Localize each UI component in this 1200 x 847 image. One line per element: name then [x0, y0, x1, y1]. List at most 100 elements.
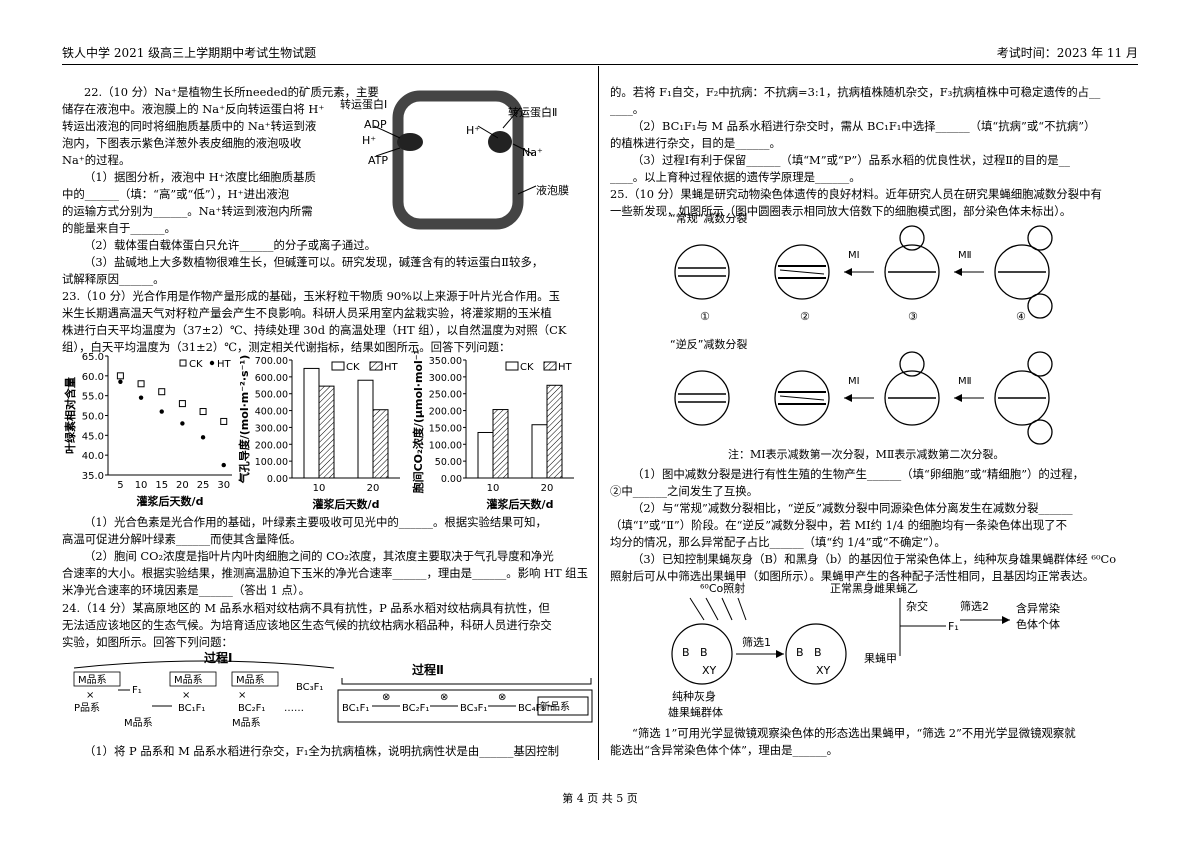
note-text: 注：MⅠ表示减数第一次分裂，MⅡ表示减数第二次分裂。 — [728, 448, 1005, 461]
gene-b-3: B — [796, 646, 804, 659]
text-line: 无法适应该地区的生态气候。为培育适应该地区生态气候的抗纹枯病水稻品种，科研人员进… — [62, 618, 552, 632]
meiosis-figure: “常规”减数分裂 “逆反”减数分裂 ① ② ③ ④ MⅠ MⅡ MⅠ MⅡ — [670, 212, 1053, 445]
text-line: 照射后可从中筛选出果蝇甲（如图所示）。果蝇甲产生的各种配子活性相同，且基因均正常… — [610, 569, 1095, 583]
x-tick-label: 30 — [217, 480, 230, 491]
text-line: ____。以上育种过程依据的遗传学原理是______。 — [610, 170, 861, 184]
text-line: （3）盐碱地上大多数植物很难生长，但碱蓬可以。研究发现，碱蓬含有的转运蛋白Ⅱ较多… — [84, 255, 544, 269]
bc2-f2: BC₂F₁ — [402, 703, 429, 714]
daughter-cell — [1027, 419, 1053, 445]
ht-point — [138, 395, 144, 400]
fly-a-label: 果蝇甲 — [864, 652, 897, 665]
bc1-f1: BC₁F₁ — [342, 703, 369, 714]
y-tick-label: 300.00 — [255, 423, 288, 434]
arrow-head — [844, 394, 852, 402]
target-line2: 色体个体 — [1016, 617, 1060, 631]
arrow-head — [844, 268, 852, 276]
text-line: （1）光合色素是光合作用的基础，叶绿素主要吸收可见光中的______。根据实验结… — [84, 515, 547, 529]
y-axis-label: 胞间CO₂浓度/(μmol·mol⁻¹) — [411, 350, 425, 493]
x-tick-label: 20 — [541, 483, 554, 494]
x-tick-label: 20 — [176, 480, 189, 491]
crossover — [779, 269, 825, 275]
legend-ht-swatch — [369, 361, 383, 371]
y-tick-label: 65.0 — [82, 352, 104, 363]
membrane-label: 液泡膜 — [536, 183, 569, 197]
text-line: （3）已知控制果蝇灰身（B）和黑身（b）的基因位于常染色体上，纯种灰身雄果蝇群体… — [632, 552, 1117, 566]
arrow-head — [954, 268, 962, 276]
header-left: 铁人中学 2021 级高三上学期期中考试生物试题 — [62, 46, 317, 60]
text-line: （1）据图分析，液泡中 H⁺浓度比细胞质基质 — [84, 170, 316, 184]
ht-point — [118, 379, 123, 384]
text-line: （2）与“常规”减数分裂相比，“逆反”减数分裂中同源染色体分离发生在减数分裂__… — [632, 501, 1073, 515]
m-line-1: M品系 — [78, 674, 107, 686]
text-line: 25.（10 分）果蝇是研究动物染色体遗传的良好材料。近年研究人员在研究果蝇细胞… — [610, 187, 1102, 201]
y-axis-label: 气孔导度/(mol·m⁻²·s⁻¹) — [237, 355, 251, 484]
x-axis-label: 灌浆后天数/d — [313, 497, 380, 511]
legend-ck-label: CK — [346, 362, 360, 373]
y-tick-label: 400.00 — [255, 407, 288, 418]
bc2-label: BC₂F₁ — [238, 703, 265, 714]
new-line-label: 新品系 — [540, 700, 570, 713]
text-line: （2）BC₁F₁与 M 品系水稻进行杂交时，需从 BC₁F₁中选择______（… — [632, 119, 1096, 133]
cell-stage-1 — [674, 370, 730, 426]
ht-point — [221, 462, 226, 468]
legend-ht-label: HT — [217, 359, 232, 370]
screen1-label: 筛选1 — [742, 635, 771, 649]
y-tick-label: 50.00 — [435, 457, 462, 468]
daughter-cell — [1027, 351, 1053, 377]
target-line1: 含异常染 — [1016, 601, 1060, 615]
ht-point — [200, 435, 206, 440]
text-line: 组），白天平均温度为（31±2）℃，测定相关代谢指标，结果如图所示。回答下列问题… — [62, 340, 511, 354]
text-line: 能选出“含异常染色体个体”，理由是______。 — [610, 743, 839, 757]
y-tick-label: 700.00 — [255, 356, 288, 367]
text-line: 储存在液泡中。液泡膜上的 Na⁺反向转运蛋白将 H⁺ — [62, 102, 325, 116]
text-line: 的植株进行杂交，目的是______。 — [610, 136, 781, 150]
y-tick-label: 45.0 — [82, 431, 104, 442]
y-tick-label: 150.00 — [429, 423, 462, 434]
y-tick-label: 200.00 — [255, 440, 288, 451]
f1-label: F₁ — [132, 685, 142, 696]
ck-point — [137, 380, 145, 388]
stage-2: ② — [800, 310, 810, 323]
figure-note: 注：MⅠ表示减数第一次分裂，MⅡ表示减数第二次分裂。 — [728, 446, 1004, 463]
legend-ck-swatch — [331, 361, 345, 371]
y-tick-label: 200.00 — [429, 407, 462, 418]
atp-label: ATP — [368, 154, 388, 167]
y-tick-label: 0.00 — [441, 474, 462, 485]
ht-bar — [546, 384, 563, 479]
ht-point — [180, 421, 185, 426]
y-tick-label: 35.0 — [82, 471, 104, 482]
cross-2: × — [182, 690, 190, 701]
x-tick-label: 15 — [155, 480, 168, 491]
bc1-label: BC₁F₁ — [178, 703, 205, 714]
chart-co2: 350.00300.00250.00200.00150.00100.0050.0… — [411, 350, 574, 511]
bc3-f3: BC₃F₁ — [460, 703, 487, 714]
x-tick-label: 20 — [367, 483, 380, 494]
legend-ht-swatch — [209, 360, 215, 366]
co-label: ⁶⁰Co照射 — [700, 581, 745, 595]
ck-point — [116, 372, 124, 380]
self-1: ⊗ — [382, 692, 390, 703]
column-divider — [598, 66, 599, 760]
na-label: Na⁺ — [522, 146, 543, 159]
y-tick-label: 0.00 — [267, 474, 288, 485]
legend-ck-label: CK — [189, 359, 203, 370]
h-label-right: H⁺ — [466, 124, 480, 137]
ck-point — [199, 408, 207, 416]
arrow-head — [954, 394, 962, 402]
ck-point — [220, 417, 228, 425]
text-line: 22.（10 分）Na⁺是植物生长所needed的矿质元素，主要 — [84, 85, 379, 99]
cross-3: × — [238, 690, 246, 701]
dots: …… — [284, 703, 304, 714]
cell-stage-4 — [994, 244, 1050, 300]
text-line: 24.（14 分）某高原地区的 M 品系水稻对纹枯病不具有抗性，P 品系水稻对纹… — [62, 601, 550, 615]
page-footer: 第 4 页 共 5 页 — [562, 792, 638, 805]
x-tick-label: 10 — [313, 483, 326, 494]
process2-label: 过程Ⅱ — [412, 662, 444, 677]
text-line: 的。若将 F₁自交，F₂中抗病：不抗病=3:1，抗病植株随机杂交，F₃抗病植株中… — [610, 85, 1101, 99]
q22-text: 22.（10 分）Na⁺是植物生长所needed的矿质元素，主要 储存在液泡中。… — [62, 84, 379, 237]
text-line: 米生长期遇高温天气对籽粒产量会产生不良影响。科研人员采用室内盆栽实验，将灌浆期的… — [62, 306, 552, 320]
q25-sub: （1）图中减数分裂是进行有性生殖的生物产生______（填“卵细胞”或“精细胞”… — [610, 466, 1116, 585]
cell-stage-1 — [674, 244, 730, 300]
text-line: 米净光合速率的环境因素是______（答出 1 点）。 — [62, 583, 310, 597]
ck-point — [178, 400, 186, 408]
